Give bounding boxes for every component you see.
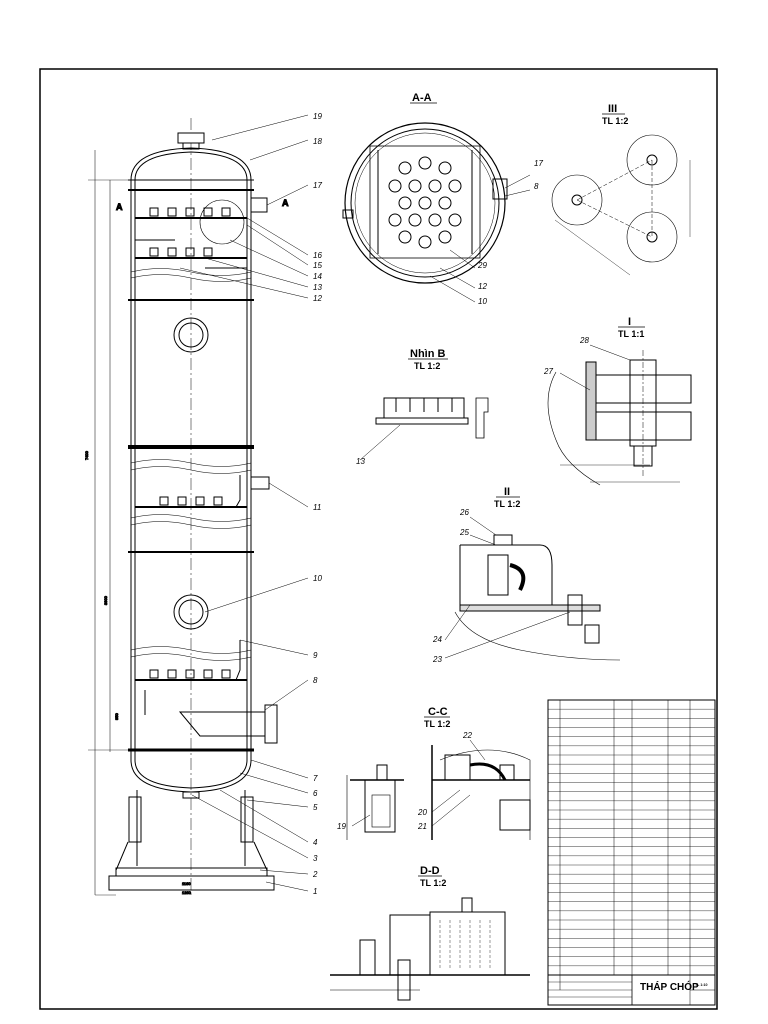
view-nhin-b: Nhìn B TL 1:2 13 xyxy=(356,348,489,466)
callout-cc-19: 19 xyxy=(337,822,346,831)
callout-11: 11 xyxy=(313,503,321,512)
view-scale-iii: TL 1:2 xyxy=(602,116,628,126)
callout-17: 17 xyxy=(313,181,322,190)
callout-2: 2 xyxy=(312,870,318,879)
section-mark-a-left: A xyxy=(116,202,123,212)
title-block: THÁP CHÓP TL 1:10 xyxy=(548,974,715,1005)
bottom-dim-label: 950 xyxy=(114,713,119,720)
callout-ii-26: 26 xyxy=(459,508,469,517)
callout-10: 10 xyxy=(313,574,322,583)
detail-iii: III TL 1:2 xyxy=(551,103,691,276)
section-c-c: C-C TL 1:2 22 20 21 19 xyxy=(337,706,531,840)
callout-ii-23: 23 xyxy=(432,655,442,664)
detail-ii: II TL 1:2 26 25 24 23 xyxy=(432,486,621,664)
main-callout-leaders xyxy=(179,114,309,892)
view-title-cc: C-C xyxy=(428,706,448,718)
callout-ii-25: 25 xyxy=(459,528,469,537)
section-mark-a-right: A xyxy=(282,198,289,208)
drawing-border xyxy=(39,68,718,1010)
callout-1: 1 xyxy=(313,887,317,896)
section-height-label: 3900 xyxy=(103,595,108,605)
main-callout-labels: 19 18 17 16 15 14 13 12 11 10 9 8 7 6 5 … xyxy=(312,112,322,896)
drawing-scale: TL 1:10 xyxy=(695,983,708,987)
parts-list-rows xyxy=(548,708,715,967)
manhole-lower xyxy=(173,594,209,630)
view-scale-dd: TL 1:2 xyxy=(420,878,446,888)
tray-upper xyxy=(135,207,247,259)
callout-12: 12 xyxy=(313,294,322,303)
view-title-iii: III xyxy=(608,103,617,115)
view-title-dd: D-D xyxy=(420,865,440,877)
callout-3: 3 xyxy=(313,854,318,863)
callout-6: 6 xyxy=(313,789,318,798)
view-scale-i: TL 1:1 xyxy=(618,329,644,339)
callout-aa-12: 12 xyxy=(478,282,487,291)
detail-i: I TL 1:1 27 28 xyxy=(543,316,692,486)
base-dia-label: 1260 xyxy=(182,890,192,895)
callout-9: 9 xyxy=(313,651,318,660)
callout-19: 19 xyxy=(313,112,322,121)
callout-ii-24: 24 xyxy=(432,635,442,644)
view-title-nhinb: Nhìn B xyxy=(410,348,445,360)
callout-cc-20: 20 xyxy=(417,808,427,817)
callout-i-27: 27 xyxy=(543,367,553,376)
flange-ext-label: 1160 xyxy=(182,881,191,886)
drawing-title: THÁP CHÓP xyxy=(640,980,699,993)
view-title-ii: II xyxy=(504,486,510,498)
callout-15: 15 xyxy=(313,261,322,270)
callout-14: 14 xyxy=(313,272,322,281)
view-title-i: I xyxy=(628,316,631,328)
callout-4: 4 xyxy=(313,838,318,847)
callout-8: 8 xyxy=(313,676,318,685)
view-scale-ii: TL 1:2 xyxy=(494,499,520,509)
callout-16: 16 xyxy=(313,251,322,260)
callout-5: 5 xyxy=(313,803,318,812)
callout-aa-17: 17 xyxy=(534,159,543,168)
callout-aa-8: 8 xyxy=(534,182,539,191)
manhole-upper xyxy=(173,317,209,353)
view-scale-cc: TL 1:2 xyxy=(424,719,450,729)
callout-7: 7 xyxy=(313,774,318,783)
callout-nhinb-13: 13 xyxy=(356,457,365,466)
view-title-aa: A-A xyxy=(412,92,432,104)
callout-i-28: 28 xyxy=(579,336,589,345)
section-a-a: A-A 17 8 29 12 10 xyxy=(342,92,543,306)
callout-cc-21: 21 xyxy=(417,822,427,831)
callout-aa-29: 29 xyxy=(477,261,487,270)
overall-height-label: 7400 xyxy=(84,450,89,460)
main-column-elevation: 7400 3900 950 1160 1260 A A xyxy=(84,118,290,896)
callout-13: 13 xyxy=(313,283,322,292)
section-d-d: D-D TL 1:2 xyxy=(330,865,530,1001)
view-scale-nhinb: TL 1:2 xyxy=(414,361,440,371)
callout-aa-10: 10 xyxy=(478,297,487,306)
callout-18: 18 xyxy=(313,137,322,146)
callout-cc-22: 22 xyxy=(462,731,472,740)
